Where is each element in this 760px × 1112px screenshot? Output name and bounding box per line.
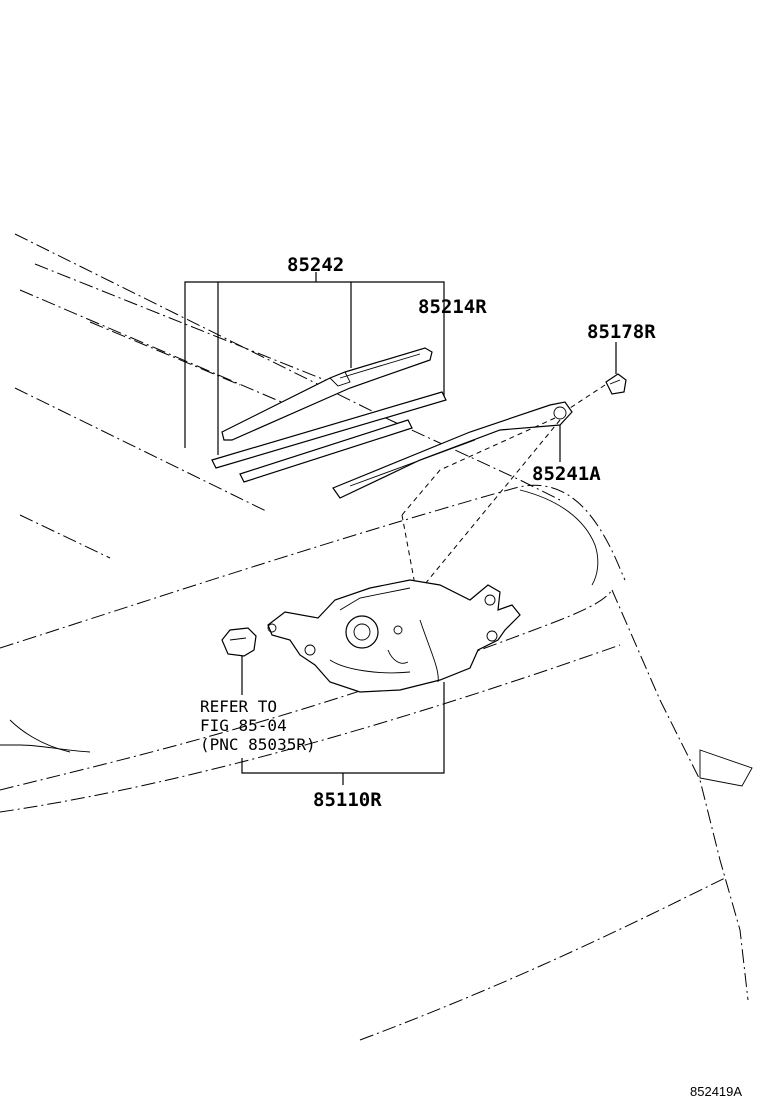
wiper-motor-connector — [221, 627, 257, 695]
leader-lines — [401, 342, 617, 591]
callout-85110R: 85110R — [313, 789, 382, 811]
bracket-85242 — [184, 272, 445, 455]
nut-cap — [605, 373, 627, 395]
callout-85178R: 85178R — [587, 321, 656, 343]
wiper-blade-rubber — [211, 391, 447, 483]
wiper-blade — [221, 347, 433, 441]
reference-note-line1: REFER TO — [200, 697, 277, 716]
figure-code: 852419A — [690, 1084, 742, 1099]
wiper-motor — [267, 579, 521, 693]
callout-85241A: 85241A — [532, 463, 601, 485]
callout-85214R: 85214R — [418, 296, 487, 318]
bracket-85110R — [241, 682, 445, 785]
reference-note-line2: FIG 85-04 — [200, 716, 287, 735]
wiper-arm — [332, 401, 573, 499]
reference-note-line3: (PNC 85035R) — [200, 735, 316, 754]
callout-85242: 85242 — [287, 254, 344, 276]
